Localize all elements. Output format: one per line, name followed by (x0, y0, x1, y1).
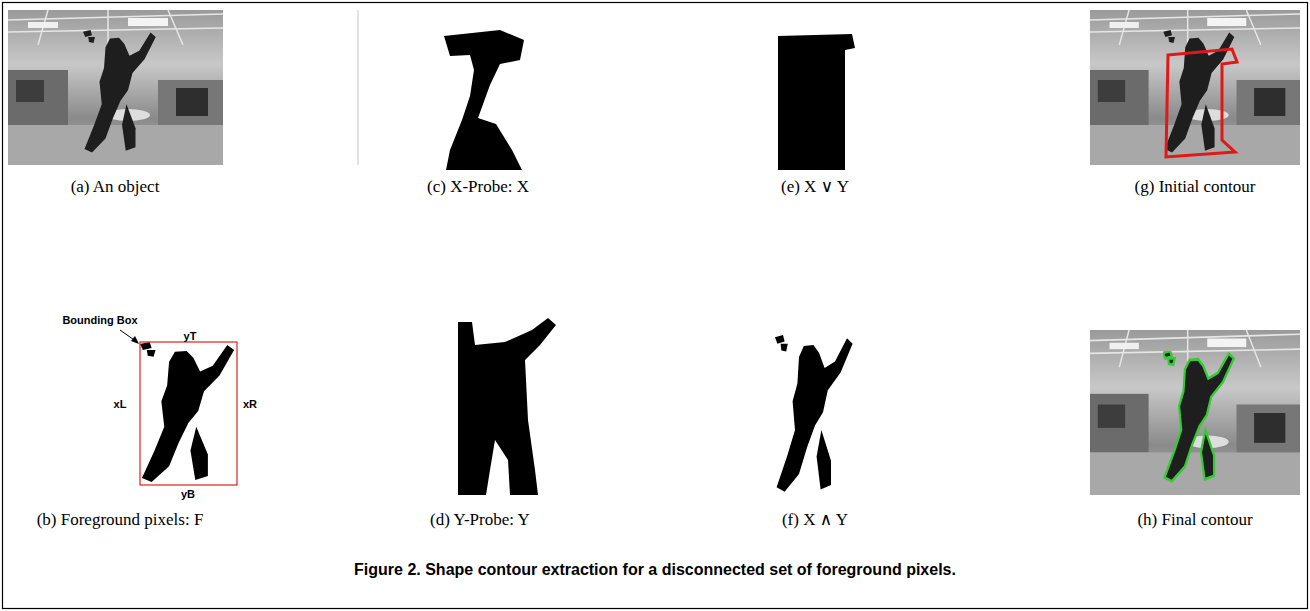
panel-caption: (c) X-Probe: X (427, 177, 529, 197)
panel-caption: (g) Initial contour (1135, 177, 1256, 197)
axis-label: xR (243, 398, 257, 411)
panel-caption: (a) An object (71, 177, 160, 197)
callout-label: Bounding Box (62, 314, 137, 327)
figure-caption: Figure 2. Shape contour extraction for a… (354, 561, 956, 579)
panel-caption: (b) Foreground pixels: F (37, 510, 204, 530)
panel-caption: (f) X ∧ Y (782, 510, 848, 530)
axis-label: yT (184, 330, 197, 343)
panel-caption: (d) Y-Probe: Y (430, 510, 530, 530)
photo (8, 10, 223, 165)
axis-label: yB (181, 488, 195, 501)
panel-caption: (h) Final contour (1137, 510, 1252, 530)
axis-label: xL (114, 398, 127, 411)
panel-caption: (e) X ∨ Y (781, 177, 849, 197)
